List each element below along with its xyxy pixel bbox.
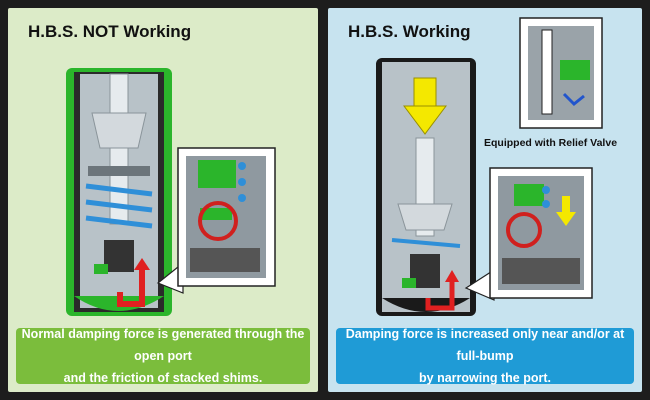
shock-absorber-cutaway — [66, 68, 276, 316]
right-caption: Damping force is increased only near and… — [336, 327, 634, 385]
base-valve — [104, 240, 134, 272]
caption-line-1: Normal damping force is generated throug… — [21, 327, 305, 363]
inset-spring-dots — [238, 162, 246, 202]
compression-arrow-icon — [403, 105, 447, 135]
inset-base — [190, 248, 260, 272]
inset-port — [198, 160, 236, 188]
caption-line-2: and the friction of stacked shims. — [63, 371, 263, 385]
relief-valve-port — [560, 60, 590, 80]
rod-guide — [91, 112, 147, 149]
left-caption: Normal damping force is generated throug… — [16, 327, 310, 385]
inset-base — [502, 258, 580, 284]
flow-arrow-head — [445, 270, 459, 282]
port-highlight-circle — [506, 212, 542, 248]
flow-arrow-head — [134, 258, 150, 270]
inset-down-arrow-icon — [556, 212, 576, 226]
rod-guide — [397, 203, 453, 231]
check-valve — [402, 278, 416, 288]
coil-spring — [391, 238, 461, 248]
shock-absorber-cutaway — [376, 17, 603, 316]
inset-shim-stack — [200, 208, 232, 220]
oil-flow-arrow — [425, 278, 455, 311]
inset-spring-dots — [542, 186, 550, 208]
relief-valve-label: Equipped with Relief Valve — [484, 137, 618, 149]
hbs-working-panel: H.B.S. Working — [328, 8, 642, 392]
piston-rod — [109, 73, 129, 225]
piston-band — [88, 166, 150, 176]
relief-valve-rod — [541, 29, 553, 115]
small-arrow-shaft — [562, 196, 570, 212]
hbs-not-working-panel: H.B.S. NOT Working Normal — [8, 8, 318, 392]
coil-spring — [85, 183, 153, 229]
port-highlight-circle — [198, 201, 238, 241]
relief-flow-arrow — [562, 92, 585, 107]
inset-port — [514, 184, 544, 206]
panel-title: H.B.S. Working — [348, 22, 471, 41]
arrow-shaft — [413, 77, 437, 109]
oil-flow-arrow — [117, 266, 145, 307]
check-valve — [94, 264, 108, 274]
caption-line-2: by narrowing the port. — [419, 371, 551, 385]
caption-line-1: Damping force is increased only near and… — [345, 327, 625, 363]
panel-title: H.B.S. NOT Working — [28, 22, 192, 41]
